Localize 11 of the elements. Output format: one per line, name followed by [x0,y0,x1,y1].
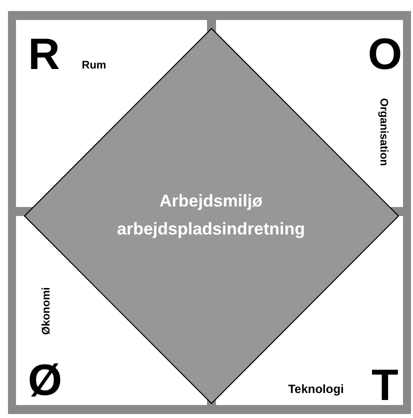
center-title: Arbejdsmiljø [160,192,262,210]
quadrant-label: Teknologi [288,383,344,395]
corner-letter: Ø [28,359,62,403]
quadrant-label: Økonomi [42,287,52,335]
center-diamond [24,28,399,404]
corner-letter: T [372,364,398,408]
quadrant-label: Organisation [378,98,388,166]
corner-letter: R [28,33,60,77]
center-title: arbejdspladsindretning [117,220,305,238]
corner-letter: O [368,33,402,77]
quadrant-label: Rum [82,60,106,72]
